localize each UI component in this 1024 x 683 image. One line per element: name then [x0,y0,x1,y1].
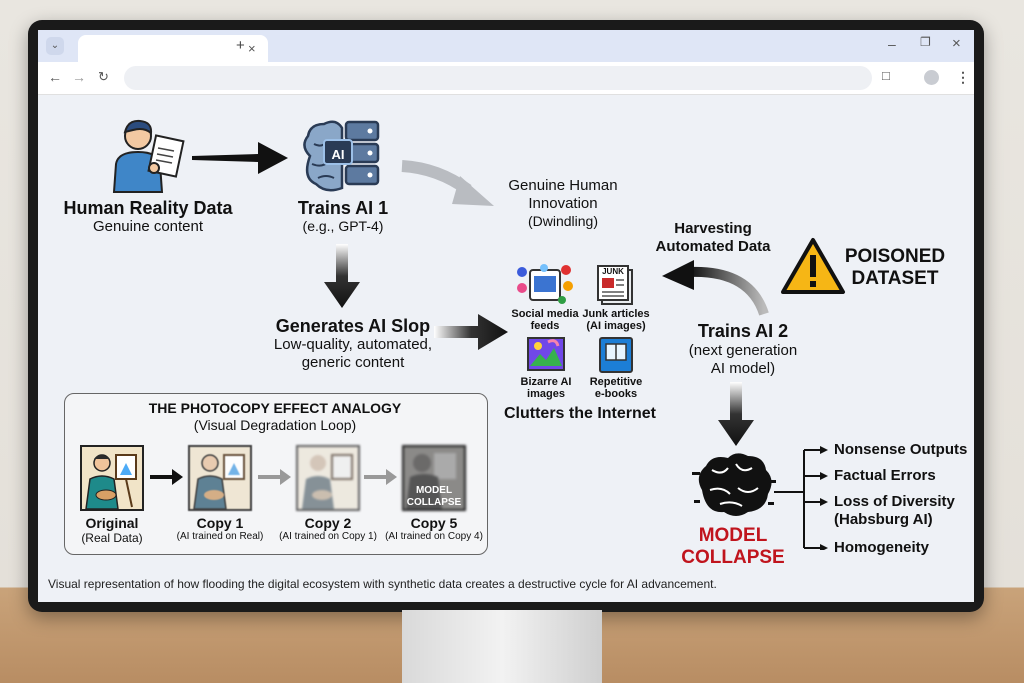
junk-icon-text: JUNK [602,267,624,276]
frame-copy2-sub: (AI trained on Copy 1) [279,531,377,542]
frame-copy-5 [402,445,466,511]
restore-icon[interactable]: ❐ [920,35,931,49]
browser-window: ⌄ × + – ❐ × ← → ↻ ☆ □ ⋮ Human Reality Da… [38,30,974,602]
frame-copy2-title: Copy 2 [304,515,352,531]
copy5-overlay-line1: MODEL [415,485,453,496]
harvesting-line1: Harvesting [674,220,752,237]
copy5-overlay-line2: COLLAPSE [406,497,462,508]
person-reading-icon [112,119,185,193]
menu-kebab-icon[interactable]: ⋮ [956,69,970,85]
address-bar[interactable] [124,66,872,90]
trains-ai2-line1: (next generation [688,342,798,359]
ai-chip-label: AI [331,147,345,162]
plus-icon[interactable]: + [236,37,245,54]
clutters-internet-caption: Clutters the Internet [503,405,656,422]
harvesting-line2: Automated Data [655,238,771,255]
trains-ai1-title: Trains AI 1 [297,198,389,218]
generates-slop-line1: Low-quality, automated, [273,336,433,353]
warning-icon [781,238,845,294]
frame-copy-2 [296,445,360,511]
genuine-innovation-line2: Innovation [528,195,598,212]
arrow-to-genuine-innovation [401,160,494,206]
arrow-slop-to-internet [434,314,508,350]
ebooks-label-1: Repetitive [589,376,643,388]
painter-icon [406,453,456,509]
figure-caption: Visual representation of how flooding th… [48,577,717,591]
arrow-ai2-to-collapse [718,382,754,446]
genuine-innovation-line3: (Dwindling) [527,213,599,229]
extensions-icon[interactable]: □ [882,68,890,83]
frame-original [80,445,144,511]
painter-icon [193,454,245,509]
model-collapse-line2: COLLAPSE [681,547,785,568]
monitor-stand [402,610,602,683]
bizarre-ai-label-1: Bizarre AI [520,376,572,388]
analogy-subtitle: (Visual Degradation Loop) [193,417,357,433]
generates-slop-title: Generates AI Slop [275,316,431,336]
frame-copy5-title: Copy 5 [410,515,458,531]
junk-articles-icon [597,265,633,305]
social-media-label-2: feeds [530,320,560,332]
social-media-label-1: Social media [511,308,579,320]
profile-icon[interactable] [924,70,939,85]
arrow-harvest-curved [662,260,769,316]
chevron-down-icon[interactable]: ⌄ [46,37,64,55]
outcome-factual-errors: Factual Errors [834,467,936,484]
outcomes-bracket [774,446,828,550]
trains-ai2-title: Trains AI 2 [697,321,789,341]
outcome-habsburg: (Habsburg AI) [834,511,933,528]
frame-copy5-sub: (AI trained on Copy 4) [385,531,483,542]
frame-original-sub: (Real Data) [81,531,143,545]
frame-copy1-sub: (AI trained on Real) [176,531,264,542]
genuine-innovation-line1: Genuine Human [508,177,618,194]
browser-tab[interactable]: × [78,35,268,62]
human-data-subtitle: Genuine content [92,218,204,235]
trains-ai1-subtitle: (e.g., GPT-4) [302,218,384,234]
ai-brain-server-icon [303,120,380,192]
repetitive-ebooks-icon [599,337,633,373]
arrow-human-to-ai1 [192,142,288,174]
outcome-homogeneity: Homogeneity [834,539,930,556]
outcome-loss-diversity: Loss of Diversity [834,493,955,510]
forward-arrow-icon[interactable]: → [72,69,86,85]
ebooks-label-2: e-books [594,388,638,400]
minimize-icon[interactable]: – [888,36,896,52]
generates-slop-line2: generic content [301,354,405,371]
frame-copy-1 [188,445,252,511]
bizarre-ai-images-icon [527,337,565,371]
outcome-nonsense: Nonsense Outputs [834,441,968,458]
model-collapse-line1: MODEL [698,525,768,546]
painter-icon [85,454,137,509]
human-data-title: Human Reality Data [63,198,233,218]
arrow-frame-2-3 [258,469,291,485]
junk-articles-label-1: Junk articles [582,308,650,320]
bizarre-ai-label-2: images [527,388,565,400]
junk-articles-label-2: (AI images) [586,320,646,332]
poisoned-line2: DATASET [851,268,939,289]
back-arrow-icon[interactable]: ← [48,69,62,85]
reload-icon[interactable]: ↻ [98,69,109,84]
arrow-ai1-to-slop [324,244,360,308]
painter-icon [302,454,353,509]
arrow-frame-3-4 [364,469,397,485]
poisoned-line1: POISONED [844,246,946,267]
arrow-frame-1-2 [150,469,183,485]
frame-original-title: Original [85,515,139,531]
social-media-feeds-icon [517,264,573,304]
trains-ai2-line2: AI model) [710,360,776,377]
tab-bar: ⌄ × + – ❐ × [38,30,974,62]
analogy-title: THE PHOTOCOPY EFFECT ANALOGY [148,400,402,416]
close-icon[interactable]: × [248,41,256,56]
fragmented-brain-icon [692,453,776,516]
close-icon[interactable]: × [952,35,961,52]
frame-copy1-title: Copy 1 [196,515,244,531]
